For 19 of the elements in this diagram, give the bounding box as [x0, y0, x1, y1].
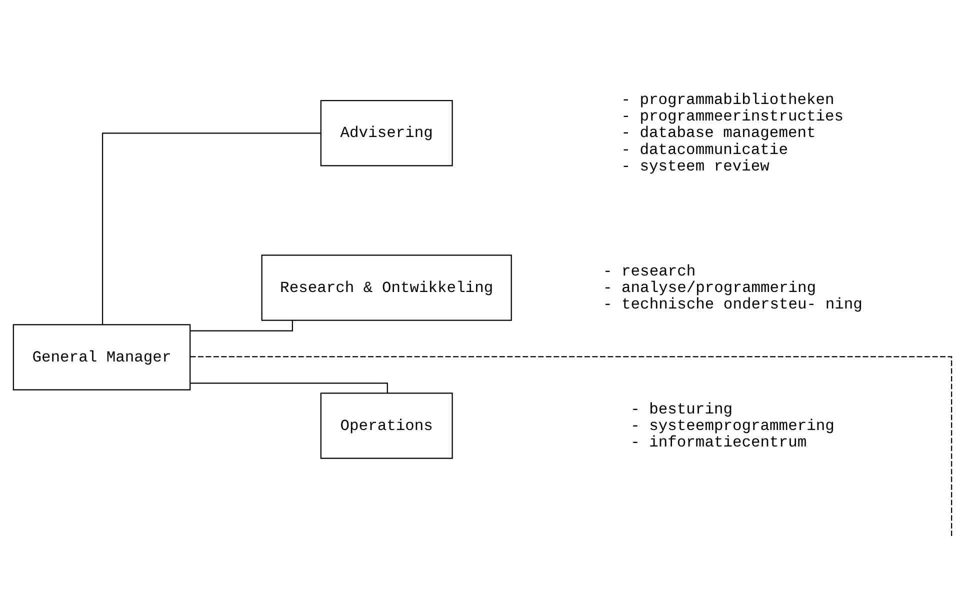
node-label: - systeemprogrammering — [630, 416, 834, 435]
node-label: - database management — [620, 124, 816, 142]
node-label: - programmabibliotheken — [620, 91, 834, 110]
node-label: - technische ondersteu- ning — [602, 295, 862, 314]
connector — [101, 132, 320, 325]
node-box: Research & Ontwikkeling — [260, 254, 512, 321]
node-label: - datacommunicatie — [620, 140, 788, 159]
node-label: - research — [602, 262, 696, 280]
node-label: - analyse/programmering — [602, 278, 816, 297]
node-box: Operations — [320, 392, 452, 459]
node-box: General Manager — [12, 324, 190, 390]
node-label: - besturing — [630, 400, 732, 418]
connector — [190, 382, 388, 394]
node-box: Advisering — [320, 100, 452, 166]
node-label: - systeem review — [620, 157, 769, 176]
connector — [190, 320, 292, 332]
node-label: - informatiecentrum — [630, 433, 806, 452]
connector — [190, 356, 952, 536]
node-label: - programmeerinstructies — [620, 108, 844, 126]
